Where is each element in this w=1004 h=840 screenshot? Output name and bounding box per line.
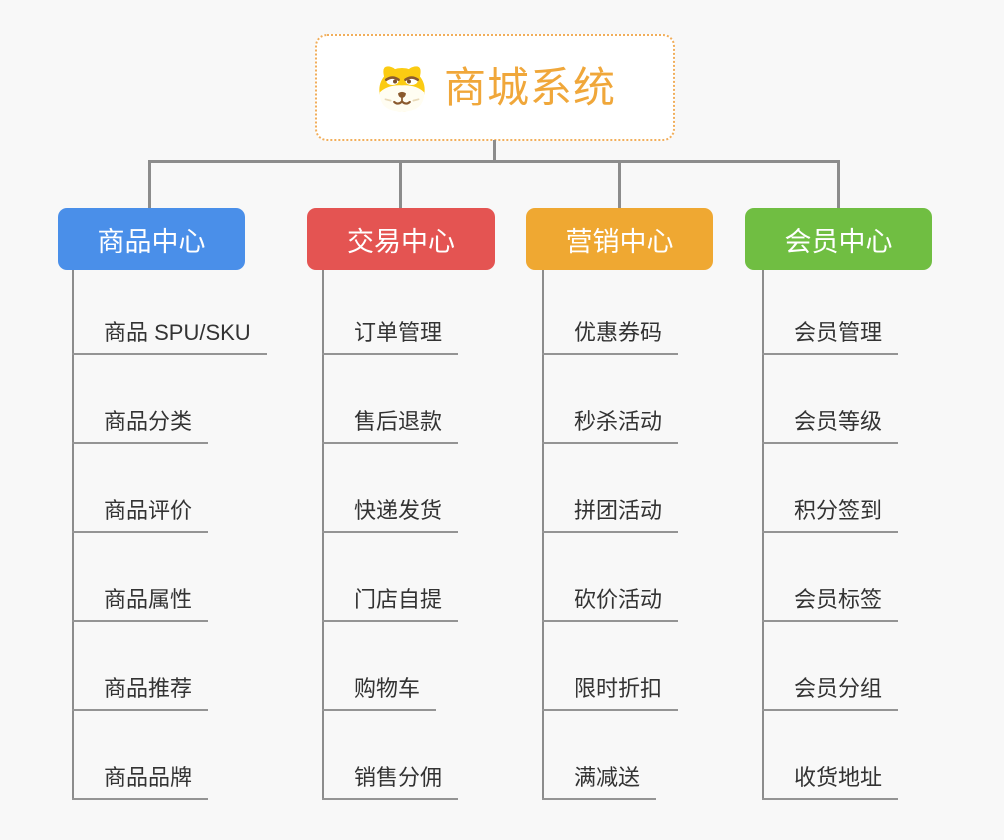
subtopic-node[interactable]: 会员等级 (762, 400, 899, 444)
subtopic-node[interactable]: 商品推荐 (72, 667, 209, 711)
subtopic-node[interactable]: 会员分组 (762, 667, 899, 711)
branch-spine-marketing-center (542, 270, 544, 800)
connector-bus-line (149, 160, 840, 163)
subtopic-node[interactable]: 购物车 (322, 667, 437, 711)
subtopic-node[interactable]: 售后退款 (322, 400, 459, 444)
branch-node-trade-center[interactable]: 交易中心 (307, 208, 495, 270)
connector-stub-marketing (618, 160, 621, 208)
dog-face-icon (379, 65, 425, 112)
subtopic-node[interactable]: 商品品牌 (72, 756, 209, 800)
subtopic-node[interactable]: 积分签到 (762, 489, 899, 533)
subtopic-node[interactable]: 快递发货 (322, 489, 459, 533)
root-topic-node[interactable]: 商城系统 (315, 34, 675, 141)
subtopic-node[interactable]: 会员管理 (762, 311, 899, 355)
connector-stub-trade (399, 160, 402, 208)
subtopic-node[interactable]: 砍价活动 (542, 578, 679, 622)
branch-node-member-center[interactable]: 会员中心 (745, 208, 932, 270)
subtopic-node[interactable]: 收货地址 (762, 756, 899, 800)
branch-spine-product-center (72, 270, 74, 800)
connector-stub-members (837, 160, 840, 208)
subtopic-node[interactable]: 优惠券码 (542, 311, 679, 355)
connector-stub-products (148, 160, 151, 208)
subtopic-node[interactable]: 秒杀活动 (542, 400, 679, 444)
branch-node-marketing-center[interactable]: 营销中心 (526, 208, 713, 270)
branch-spine-member-center (762, 270, 764, 800)
root-topic-title: 商城系统 (443, 63, 616, 111)
subtopic-node[interactable]: 商品属性 (72, 578, 209, 622)
subtopic-node[interactable]: 销售分佣 (322, 756, 459, 800)
subtopic-node[interactable]: 门店自提 (322, 578, 459, 622)
subtopic-node[interactable]: 商品分类 (72, 400, 209, 444)
subtopic-node[interactable]: 商品评价 (72, 489, 209, 533)
connector-root-stem (493, 140, 496, 163)
subtopic-node[interactable]: 满减送 (542, 756, 657, 800)
subtopic-node[interactable]: 拼团活动 (542, 489, 679, 533)
subtopic-node[interactable]: 限时折扣 (542, 667, 679, 711)
subtopic-node[interactable]: 商品 SPU/SKU (72, 311, 267, 355)
subtopic-node[interactable]: 会员标签 (762, 578, 899, 622)
subtopic-node[interactable]: 订单管理 (322, 311, 459, 355)
branch-node-product-center[interactable]: 商品中心 (58, 208, 245, 270)
branch-spine-trade-center (322, 270, 324, 800)
